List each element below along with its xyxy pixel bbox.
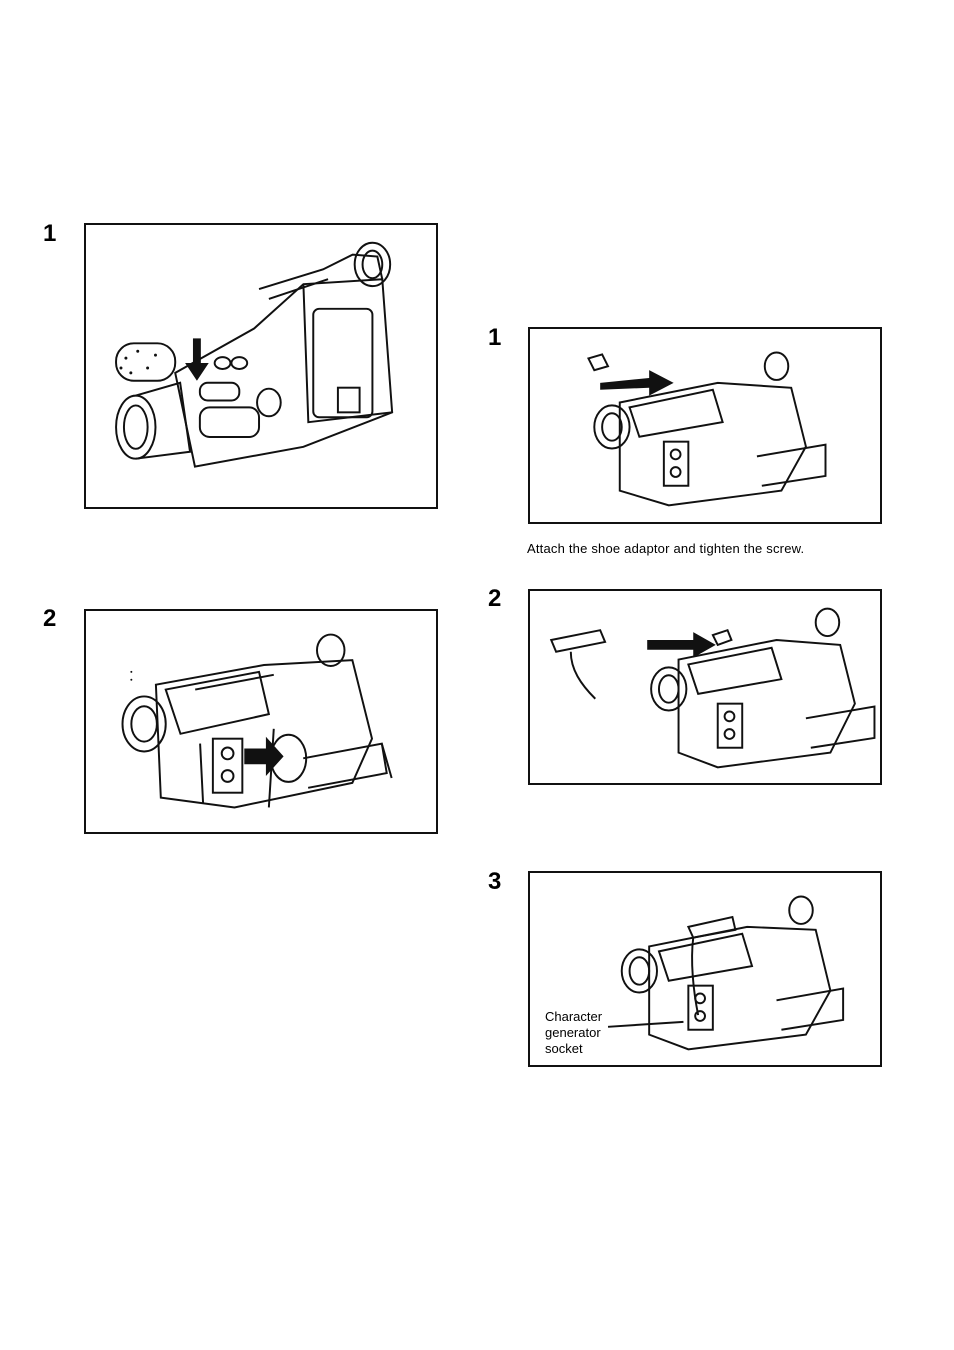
step-number: 2 [488, 587, 501, 611]
illustration-frame [84, 223, 438, 509]
callout-line: generator [545, 1025, 602, 1041]
camcorder-illustration [530, 591, 880, 783]
camcorder-illustration [86, 225, 436, 507]
step-number: 1 [43, 222, 56, 246]
callout-line: socket [545, 1041, 602, 1057]
step-number: 2 [43, 607, 56, 631]
illustration-frame [528, 327, 882, 524]
step-number: 1 [488, 326, 501, 350]
illustration-frame [528, 589, 882, 785]
camcorder-illustration [530, 329, 880, 522]
callout-line: Character [545, 1009, 602, 1025]
character-generator-socket-label: Character generator socket [545, 1009, 602, 1057]
illustration-frame [84, 609, 438, 834]
step-caption: Attach the shoe adaptor and tighten the … [527, 541, 804, 556]
step-number: 3 [488, 870, 501, 894]
camcorder-illustration [86, 611, 436, 832]
